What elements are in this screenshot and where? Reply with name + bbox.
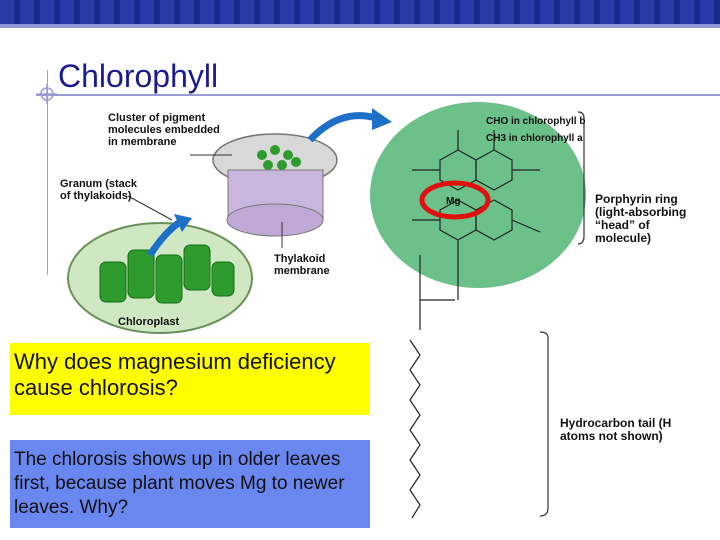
tail-bracket xyxy=(540,332,548,516)
chlorophyll-b-label: CHO in chlorophyll b xyxy=(486,116,585,128)
cluster-label: Cluster of pigment molecules embedded in… xyxy=(108,112,223,148)
mg-label: Mg xyxy=(446,196,460,207)
answer-box: The chlorosis shows up in older leaves f… xyxy=(10,440,370,528)
porphyrin-label: Porphyrin ring (light-absorbing “head” o… xyxy=(595,193,705,245)
thylakoid-disc-bottom xyxy=(227,204,323,236)
question-box: Why does magnesium deficiency cause chlo… xyxy=(10,343,370,415)
blue-arrowhead-right xyxy=(372,108,392,130)
granum-label: Granum (stack of thylakoids) xyxy=(60,178,140,202)
chloroplast-label: Chloroplast xyxy=(118,316,179,328)
hydrocarbon-tail xyxy=(410,340,420,518)
hydrocarbon-tail-label: Hydrocarbon tail (H atoms not shown) xyxy=(560,417,695,443)
porphyrin-background xyxy=(370,102,586,288)
thylakoid-label: Thylakoid membrane xyxy=(274,253,354,277)
blue-arrow-to-porphyrin xyxy=(310,116,376,140)
chlorophyll-a-label: CH3 in chlorophyll a xyxy=(486,133,583,145)
